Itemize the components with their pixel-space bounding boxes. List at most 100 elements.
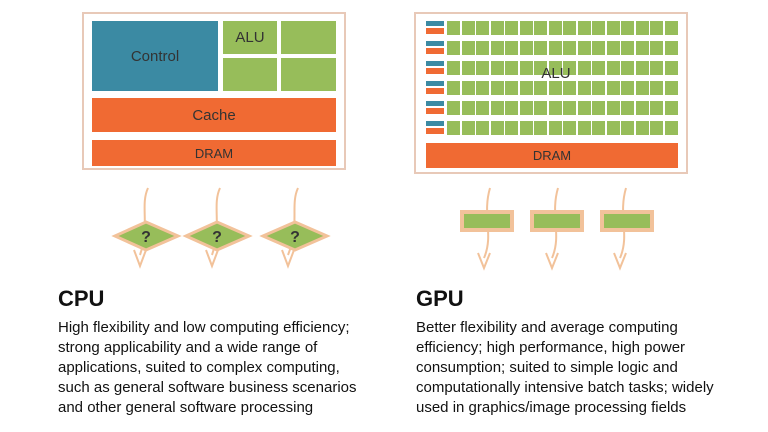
cpu-task-diamond-icon bbox=[259, 220, 331, 252]
gpu-alu-label: ALU bbox=[541, 64, 571, 82]
gpu-alu-cell bbox=[519, 121, 533, 135]
gpu-alu-cell bbox=[534, 41, 547, 55]
gpu-alu-cell bbox=[606, 61, 620, 75]
cpu-task: ? bbox=[111, 187, 182, 269]
gpu-alu-cell bbox=[592, 41, 605, 55]
cpu-task: ? bbox=[182, 187, 253, 269]
gpu-cache-unit bbox=[426, 128, 444, 134]
gpu-alu-cell bbox=[461, 21, 475, 35]
gpu-alu-cell bbox=[519, 101, 533, 115]
gpu-alu-cell bbox=[577, 61, 591, 75]
gpu-alu-cell bbox=[548, 61, 562, 75]
cpu-description-line: strong applicability and a wide range of bbox=[58, 339, 318, 356]
gpu-control-unit bbox=[426, 121, 444, 126]
gpu-alu-cell bbox=[461, 61, 475, 75]
gpu-alu-cell bbox=[621, 61, 634, 75]
cpu-alu-label: ALU bbox=[235, 29, 265, 46]
gpu-alu-cell bbox=[505, 21, 518, 35]
gpu-task-block-icon bbox=[460, 210, 514, 232]
gpu-heading: GPU bbox=[416, 286, 464, 311]
gpu-alu-cell bbox=[447, 61, 460, 75]
gpu-task bbox=[600, 187, 654, 271]
gpu-cache-unit bbox=[426, 108, 444, 114]
gpu-alu-label-box: ALU bbox=[526, 62, 586, 84]
gpu-alu-cell bbox=[548, 121, 562, 135]
gpu-alu-cell bbox=[461, 81, 475, 95]
gpu-alu-cell bbox=[534, 61, 547, 75]
gpu-alu-cell bbox=[621, 101, 634, 115]
gpu-alu-cell bbox=[505, 61, 518, 75]
gpu-alu-cell bbox=[505, 41, 518, 55]
cpu-heading: CPU bbox=[58, 286, 105, 311]
gpu-alu-cell bbox=[447, 81, 460, 95]
gpu-alu-cell bbox=[461, 41, 475, 55]
cpu-description-line: applications, suited to complex computin… bbox=[58, 359, 340, 376]
gpu-alu-cell bbox=[476, 121, 489, 135]
gpu-alu-cell bbox=[476, 21, 489, 35]
cpu-alu-block: ALU bbox=[223, 21, 277, 54]
gpu-alu-cell bbox=[650, 41, 663, 55]
cpu-cache-label: Cache bbox=[192, 106, 236, 124]
cpu-alu-block bbox=[281, 58, 336, 91]
gpu-cache-unit bbox=[426, 88, 444, 94]
gpu-alu-cell bbox=[606, 81, 620, 95]
gpu-alu-cell bbox=[505, 81, 518, 95]
cpu-task-mark: ? bbox=[141, 229, 151, 246]
gpu-alu-cell bbox=[490, 81, 504, 95]
gpu-alu-cell bbox=[476, 101, 489, 115]
gpu-alu-cell bbox=[650, 21, 663, 35]
gpu-control-unit bbox=[426, 61, 444, 66]
gpu-alu-cell bbox=[577, 41, 591, 55]
cpu-control-block: Control bbox=[92, 21, 218, 91]
cpu-alu-block bbox=[281, 21, 336, 54]
cpu-description: High flexibility and low computing effic… bbox=[58, 318, 388, 418]
cpu-dram-block: DRAM bbox=[92, 140, 336, 166]
gpu-description: Better flexibility and average computing… bbox=[416, 318, 756, 418]
gpu-alu-cell bbox=[621, 121, 634, 135]
cpu-task-diamond-icon bbox=[182, 220, 253, 252]
gpu-alu-cell bbox=[592, 81, 605, 95]
gpu-alu-cell bbox=[592, 121, 605, 135]
gpu-alu-cell bbox=[534, 21, 547, 35]
gpu-alu-cell bbox=[490, 101, 504, 115]
gpu-alu-cell bbox=[650, 101, 663, 115]
gpu-description-line: consumption; suited to simple logic and bbox=[416, 359, 678, 376]
gpu-alu-cell bbox=[635, 81, 649, 95]
gpu-alu-cell bbox=[519, 61, 533, 75]
gpu-alu-cell bbox=[592, 21, 605, 35]
gpu-control-unit bbox=[426, 41, 444, 46]
gpu-alu-cell bbox=[606, 121, 620, 135]
gpu-alu-cell bbox=[505, 121, 518, 135]
gpu-description-line: used in graphics/image processing fields bbox=[416, 399, 687, 416]
gpu-cache-unit bbox=[426, 48, 444, 54]
gpu-alu-cell bbox=[490, 41, 504, 55]
cpu-task-diamond-icon bbox=[111, 220, 182, 252]
gpu-alu-cell bbox=[577, 21, 591, 35]
gpu-cache-unit bbox=[426, 68, 444, 74]
gpu-alu-cell bbox=[635, 101, 649, 115]
gpu-alu-cell bbox=[635, 121, 649, 135]
cpu-task: ? bbox=[259, 187, 331, 269]
gpu-alu-cell bbox=[563, 61, 576, 75]
gpu-control-unit bbox=[426, 101, 444, 106]
cpu-task-mark: ? bbox=[212, 229, 222, 246]
gpu-dram-block: DRAM bbox=[426, 143, 678, 168]
gpu-task bbox=[530, 187, 584, 271]
gpu-alu-cell bbox=[476, 41, 489, 55]
gpu-alu-cell bbox=[664, 61, 678, 75]
gpu-alu-cell bbox=[606, 41, 620, 55]
gpu-alu-cell bbox=[548, 41, 562, 55]
gpu-alu-cell bbox=[664, 21, 678, 35]
gpu-alu-cell bbox=[606, 101, 620, 115]
gpu-task-block-icon bbox=[600, 210, 654, 232]
gpu-alu-cell bbox=[664, 101, 678, 115]
gpu-alu-cell bbox=[635, 61, 649, 75]
gpu-alu-cell bbox=[447, 41, 460, 55]
gpu-alu-cell bbox=[592, 61, 605, 75]
gpu-alu-cell bbox=[563, 81, 576, 95]
gpu-alu-cell bbox=[476, 61, 489, 75]
gpu-alu-cell bbox=[476, 81, 489, 95]
cpu-dram-label: DRAM bbox=[194, 145, 234, 161]
gpu-alu-cell bbox=[606, 21, 620, 35]
gpu-alu-cell bbox=[490, 21, 504, 35]
